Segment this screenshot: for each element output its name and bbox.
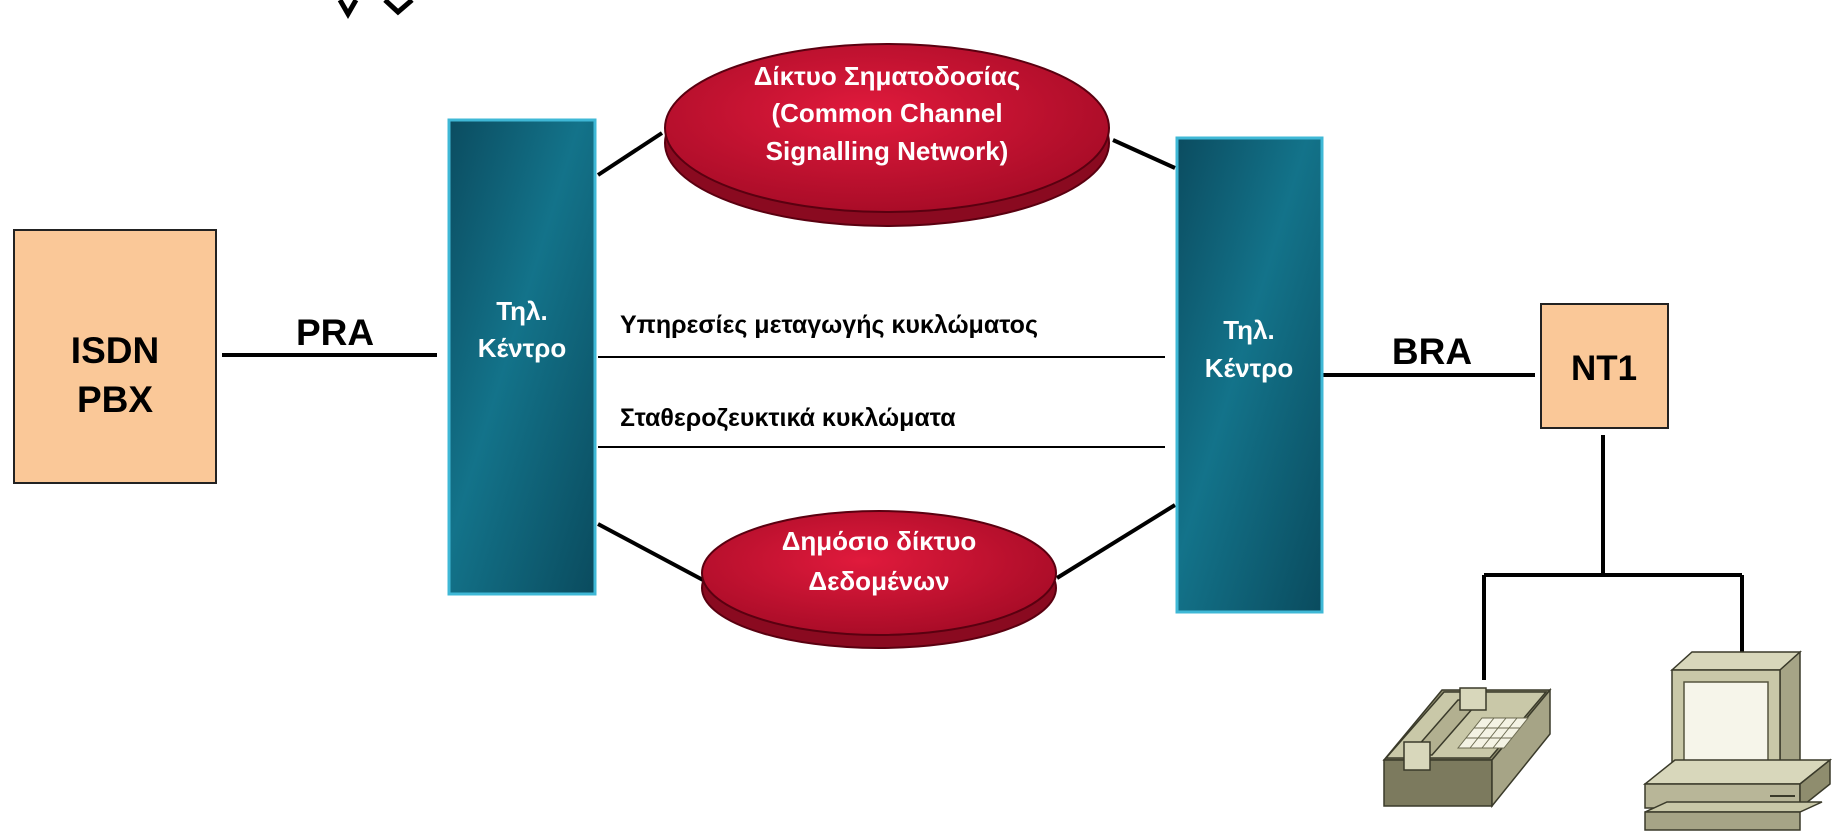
telephone-icon — [1382, 687, 1552, 809]
exchange-right-line2: Κέντρο — [1205, 353, 1294, 383]
isdn-pbx-line2: PBX — [77, 379, 153, 420]
exchange-left-line2: Κέντρο — [478, 333, 567, 363]
service-lines — [598, 356, 1165, 448]
circuit-switched-label: Υπηρεσίες μεταγωγής κυκλώματος — [620, 311, 1038, 339]
signalling-network-ellipse: Δίκτυο Σηματοδοσίας (Common Channel Sign… — [664, 43, 1110, 227]
bra-label: BRA — [1392, 331, 1472, 372]
isdn-pbx-box: ISDN PBX — [13, 229, 217, 484]
data-network-line2: Δεδομένων — [808, 566, 949, 596]
left-to-signalling-line — [596, 131, 664, 177]
data-to-right-line — [1055, 503, 1177, 580]
computer-icon — [1642, 650, 1833, 831]
exchange-right-line1: Τηλ. — [1223, 315, 1275, 345]
left-to-data-line — [597, 522, 704, 582]
nt1-box: NT1 — [1540, 303, 1669, 429]
isdn-pbx-line1: ISDN — [71, 330, 159, 371]
signalling-line2: (Common Channel — [771, 98, 1002, 128]
data-network-line1: Δημόσιο δίκτυο — [782, 526, 977, 556]
leased-lines-label: Σταθεροζευκτικά κυκλώματα — [620, 404, 956, 432]
public-data-network-ellipse: Δημόσιο δίκτυο Δεδομένων — [701, 510, 1057, 649]
exchange-left: Τηλ. Κέντρο — [447, 118, 597, 596]
title-fragment — [337, 0, 414, 20]
signalling-to-right-line — [1112, 138, 1176, 170]
exchange-left-line1: Τηλ. — [496, 296, 548, 326]
nt1-label: NT1 — [1571, 349, 1637, 388]
signalling-line3: Signalling Network) — [766, 136, 1009, 166]
exchange-right: Τηλ. Κέντρο — [1175, 136, 1324, 614]
signalling-line1: Δίκτυο Σηματοδοσίας — [754, 61, 1021, 91]
connection-lines — [222, 131, 1744, 680]
pra-label: PRA — [296, 312, 374, 353]
